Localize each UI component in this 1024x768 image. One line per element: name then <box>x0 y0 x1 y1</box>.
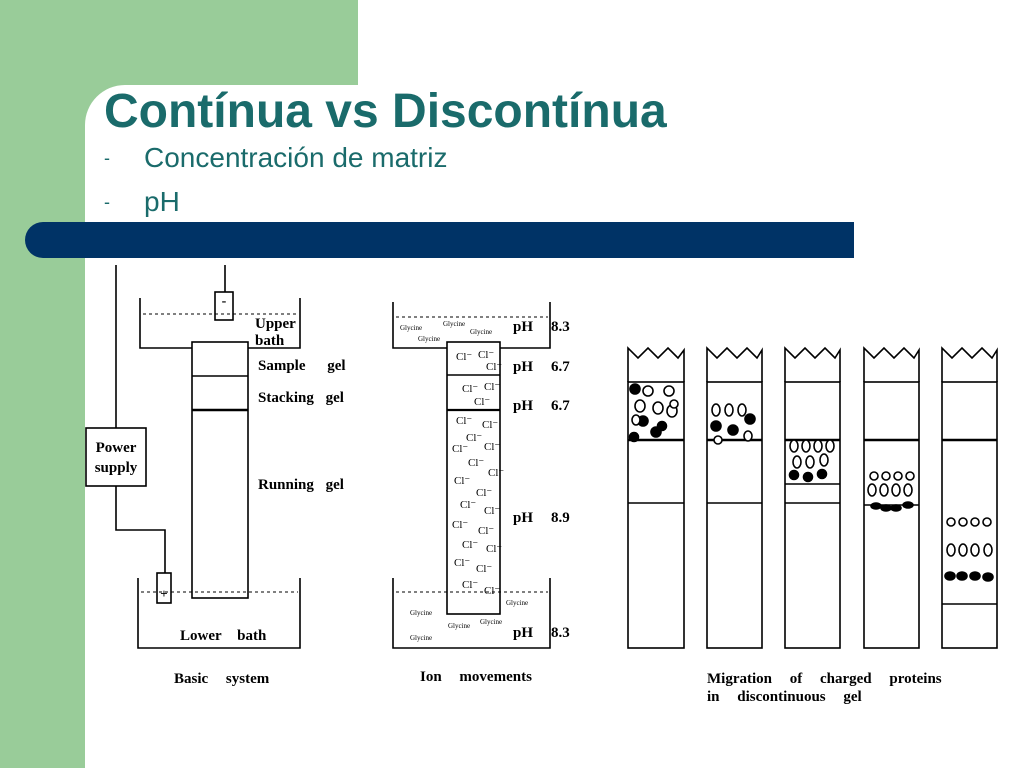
bullet-item: - pH <box>104 180 447 224</box>
ph-labels: pH 8.3 pH 6.7 pH 6.7 pH 8.9 pH 8.3 <box>513 319 570 641</box>
power-supply-box <box>85 427 147 487</box>
ion-movements-caption: Ion movements <box>420 669 532 685</box>
accent-green-top-block <box>0 0 358 85</box>
lower-bath <box>137 578 301 649</box>
bullet-item: - Concentración de matriz <box>104 136 447 180</box>
upper-bath-left <box>139 298 192 349</box>
chloride-ion: Cl⁻ <box>454 475 470 487</box>
ion-gel-tube <box>446 341 501 615</box>
glycine-label: Glycine <box>506 599 528 607</box>
glycine-label: Glycine <box>480 618 502 626</box>
chloride-ion: Cl⁻ <box>482 419 498 431</box>
upper-bath-right <box>248 298 301 349</box>
migration-tube-2 <box>706 346 763 649</box>
ph-value: 8.3 <box>551 319 570 335</box>
chloride-ion: Cl⁻ <box>484 585 500 597</box>
glycine-label: Glycine <box>410 634 432 642</box>
migration-caption-1: Migration of charged proteins <box>707 671 942 687</box>
basic-system-caption: Basic system <box>174 671 270 687</box>
chloride-ion: Cl⁻ <box>462 579 478 591</box>
chloride-ion: Cl⁻ <box>454 557 470 569</box>
chloride-ion: Cl⁻ <box>486 543 502 555</box>
glycine-label: Glycine <box>470 328 492 336</box>
running-gel-label: Running gel <box>258 477 344 493</box>
glycine-label: Glycine <box>410 609 432 617</box>
upper-bath-label-1: Upper <box>255 316 296 332</box>
sample-gel-label: Sample gel <box>258 358 346 374</box>
migration-tube-5 <box>941 346 998 649</box>
accent-green-sidebar <box>0 0 85 768</box>
basic-system-diagram: Power supply - Upper bath Sample gel Sta… <box>85 265 346 687</box>
chloride-ion: Cl⁻ <box>484 505 500 517</box>
chloride-ion: Cl⁻ <box>466 432 482 444</box>
migration-tube-4 <box>863 346 920 649</box>
chloride-ion: Cl⁻ <box>484 381 500 393</box>
bullet-list: - Concentración de matriz - pH <box>104 136 447 224</box>
bullet-text: pH <box>144 186 180 217</box>
lower-electrode <box>156 572 172 604</box>
chloride-ion: Cl⁻ <box>486 361 502 373</box>
ph-label: pH <box>513 625 533 641</box>
navy-divider-bar <box>25 222 854 258</box>
chloride-ion: Cl⁻ <box>478 349 494 361</box>
lower-bath-label: Lower bath <box>180 628 267 644</box>
bullet-marker: - <box>104 147 110 168</box>
ph-label: pH <box>513 319 533 335</box>
chloride-ion: Cl⁻ <box>476 563 492 575</box>
ph-label: pH <box>513 359 533 375</box>
chloride-ion: Cl⁻ <box>468 457 484 469</box>
ion-upper-bath-left <box>392 302 447 349</box>
slide-title: Contínua vs Discontínua <box>104 85 667 138</box>
minus-sign: - <box>222 294 227 309</box>
migration-tube-1 <box>627 346 685 649</box>
chloride-ion: Cl⁻ <box>456 351 472 363</box>
chloride-ion: Cl⁻ <box>476 487 492 499</box>
ph-value: 6.7 <box>551 398 570 414</box>
ph-value: 8.9 <box>551 510 570 526</box>
glycine-label: Glycine <box>418 335 440 343</box>
ph-label: pH <box>513 398 533 414</box>
chloride-ion: Cl⁻ <box>452 519 468 531</box>
power-supply-label-2: supply <box>95 460 138 476</box>
chloride-ion: Cl⁻ <box>456 415 472 427</box>
upper-electrode <box>214 291 234 321</box>
chloride-ion: Cl⁻ <box>462 539 478 551</box>
ion-lower-bath <box>392 578 551 649</box>
plus-sign: + <box>160 586 167 601</box>
power-supply-label-1: Power <box>96 440 137 456</box>
migration-diagram: Migration of charged proteins in discont… <box>627 346 998 705</box>
chloride-ion: Cl⁻ <box>452 443 468 455</box>
chloride-ion: Cl⁻ <box>488 467 504 479</box>
chloride-ion: Cl⁻ <box>462 383 478 395</box>
chloride-ion: Cl⁻ <box>484 441 500 453</box>
upper-bath-label-2: bath <box>255 333 285 349</box>
ph-label: pH <box>513 510 533 526</box>
glycine-label: Glycine <box>443 320 465 328</box>
accent-corner <box>85 85 165 165</box>
chloride-ion: Cl⁻ <box>460 499 476 511</box>
gel-tube <box>191 341 249 599</box>
chloride-ion-group: Cl⁻ Cl⁻ Cl⁻ Cl⁻ Cl⁻ Cl⁻ Cl⁻ Cl⁻ Cl⁻ Cl⁻ … <box>452 349 504 597</box>
ion-upper-bath-right <box>500 302 551 349</box>
stacking-gel-label: Stacking gel <box>258 390 344 406</box>
ion-movements-diagram: Glycine Glycine Glycine Glycine Cl⁻ Cl⁻ … <box>392 302 570 685</box>
migration-tube-3 <box>784 346 841 649</box>
migration-caption-2: in discontinuous gel <box>707 689 862 705</box>
ph-value: 8.3 <box>551 625 570 641</box>
chloride-ion: Cl⁻ <box>478 525 494 537</box>
chloride-ion: Cl⁻ <box>474 396 490 408</box>
bullet-marker: - <box>104 191 110 212</box>
glycine-label: Glycine <box>400 324 422 332</box>
wire-lower <box>115 486 166 573</box>
glycine-label: Glycine <box>448 622 470 630</box>
bullet-text: Concentración de matriz <box>144 142 448 173</box>
ph-value: 6.7 <box>551 359 570 375</box>
